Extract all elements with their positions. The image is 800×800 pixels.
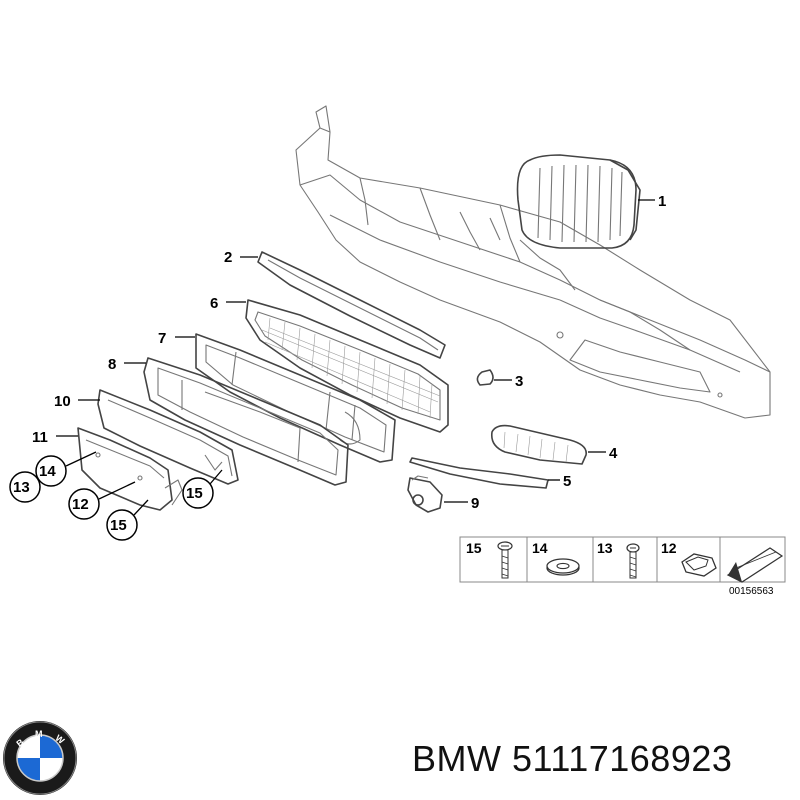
kidney-grille (516, 154, 641, 249)
brand-part-number: BMW 51117168923 (412, 738, 732, 780)
legend-label-14: 14 (532, 540, 548, 556)
callout-8: 8 (108, 356, 116, 373)
callout-6: 6 (210, 295, 218, 312)
callout-15a: 15 (186, 485, 203, 502)
svg-text:B: B (14, 737, 26, 749)
washer-14-icon (546, 558, 580, 576)
upper-mesh-grille (245, 299, 449, 433)
lower-grille-frame (143, 357, 349, 486)
arrow-symbol-icon (726, 547, 784, 583)
bmw-roundel-logo: B M W (3, 721, 77, 795)
callout-9: 9 (471, 495, 479, 512)
nut-12-icon (681, 553, 717, 577)
screw-15-icon (497, 541, 513, 579)
diagram-id: 00156563 (729, 586, 774, 597)
legend-label-12: 12 (661, 540, 677, 556)
upper-trim-strip (257, 251, 446, 359)
callout-4: 4 (609, 445, 618, 462)
callout-1: 1 (658, 193, 666, 210)
callout-13: 13 (13, 479, 30, 496)
clip-part-3 (476, 369, 494, 386)
screw-13-icon (626, 543, 640, 579)
legend-label-15: 15 (466, 540, 482, 556)
callout-3: 3 (515, 373, 523, 390)
bumper-cover (295, 105, 771, 419)
side-grille-insert (490, 424, 587, 465)
callout-10: 10 (54, 393, 71, 410)
legend-label-13: 13 (597, 540, 613, 556)
callout-12: 12 (72, 496, 89, 513)
middle-grille-frame (195, 333, 396, 463)
mounting-bracket (77, 427, 183, 511)
callout-7: 7 (158, 330, 166, 347)
lower-trim-strip (409, 457, 549, 489)
callout-14: 14 (39, 463, 56, 480)
svg-text:M: M (35, 729, 43, 739)
callout-15b: 15 (110, 517, 127, 534)
part-number: 51117168923 (512, 738, 733, 779)
hardware-legend: 15 14 13 12 (459, 536, 786, 583)
sensor-part-9 (407, 475, 443, 513)
callout-5: 5 (563, 473, 571, 490)
callout-2: 2 (224, 249, 232, 266)
brand-name: BMW (412, 738, 502, 779)
callout-11: 11 (32, 429, 48, 446)
license-plate-holder (97, 389, 239, 485)
